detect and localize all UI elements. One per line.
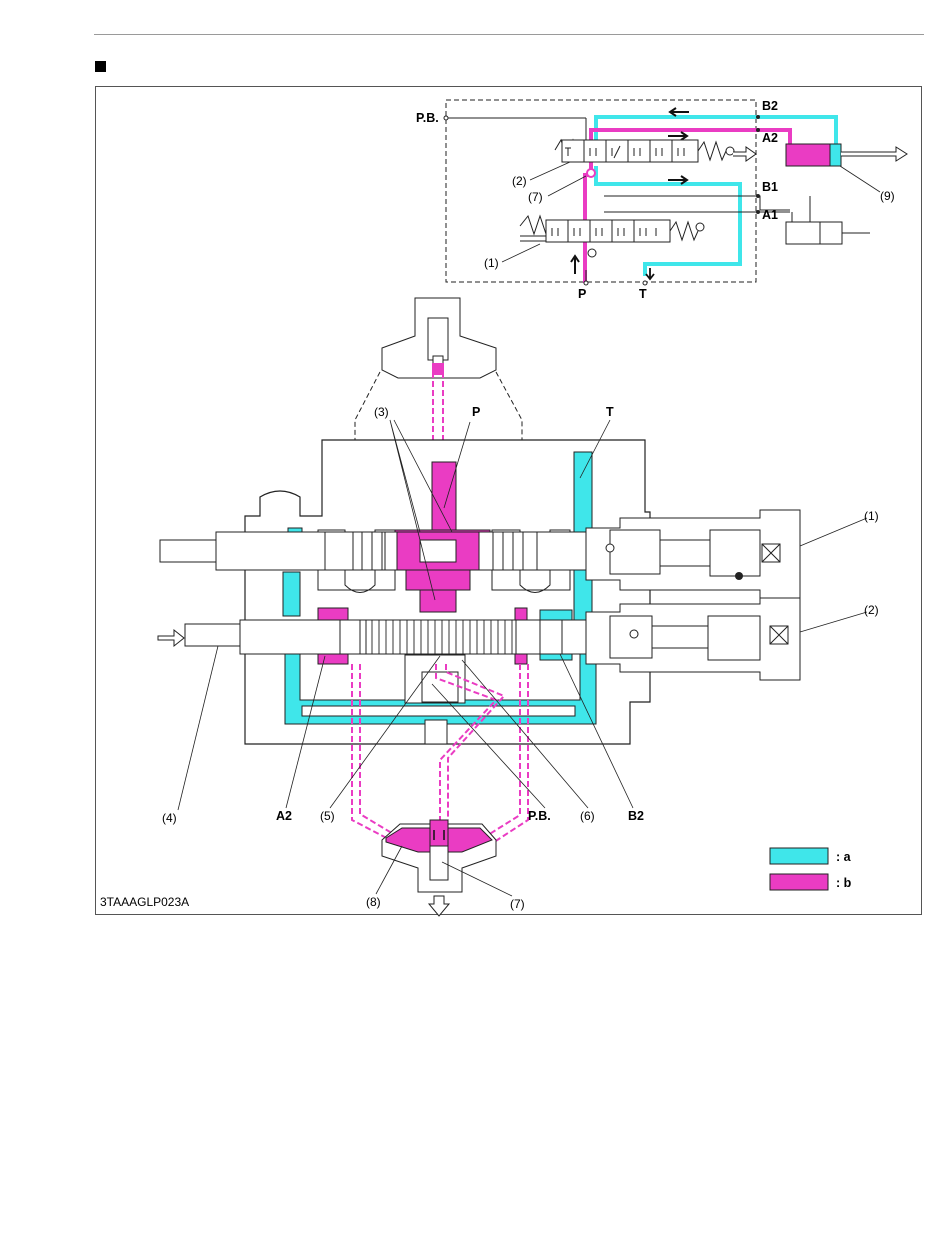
schematic-boundary xyxy=(446,100,756,282)
schematic-label-1: (1) xyxy=(484,256,499,270)
spool-1 xyxy=(160,532,586,570)
section-label-7: (7) xyxy=(510,897,525,911)
actuator-9-output-arrow xyxy=(841,147,907,161)
pressure-port-channel xyxy=(432,462,456,530)
legend: : a : b xyxy=(770,848,852,890)
section-label-b2: B2 xyxy=(628,809,644,823)
section-label-1: (1) xyxy=(864,509,879,523)
spool-valve-2 xyxy=(555,140,756,177)
schematic-label-p: P xyxy=(578,287,586,301)
section-label-8: (8) xyxy=(366,895,381,909)
section-label-t: T xyxy=(606,405,614,419)
section-label-pb: P.B. xyxy=(528,809,551,823)
actuator-9-chamber-a xyxy=(830,144,841,166)
top-relief-valve xyxy=(382,298,496,378)
spool-2 xyxy=(185,620,586,654)
schematic-label-b2: B2 xyxy=(762,99,778,113)
schematic-label-7: (7) xyxy=(528,190,543,204)
legend-swatch-a xyxy=(770,848,828,864)
schematic-diagram: P.B. B2 A2 B1 A1 P T (2) (7) (1) (9) xyxy=(416,99,907,301)
section-label-4: (4) xyxy=(162,811,177,825)
spool-valve-1 xyxy=(520,196,790,257)
spool-input-arrow xyxy=(158,630,184,646)
actuator-1 xyxy=(786,222,842,244)
schematic-label-pb: P.B. xyxy=(416,111,439,125)
section-label-a2: A2 xyxy=(276,809,292,823)
schematic-label-9: (9) xyxy=(880,189,895,203)
legend-swatch-b xyxy=(770,874,828,890)
section-label-5: (5) xyxy=(320,809,335,823)
schematic-label-2: (2) xyxy=(512,174,527,188)
legend-label-a: : a xyxy=(836,850,852,864)
schematic-label-a1: A1 xyxy=(762,208,778,222)
schematic-label-a2: A2 xyxy=(762,131,778,145)
figure-code: 3TAAAGLP023A xyxy=(100,895,189,909)
bottom-relief-valve xyxy=(382,820,496,916)
section-label-2: (2) xyxy=(864,603,879,617)
valve-cross-section: (3) P T (1) (2) (4) A2 (5) P.B. (6) B2 (… xyxy=(158,298,879,916)
actuator-9-chamber-b xyxy=(786,144,830,166)
section-label-3: (3) xyxy=(374,405,389,419)
schematic-label-t: T xyxy=(639,287,647,301)
schematic-label-b1: B1 xyxy=(762,180,778,194)
section-label-p: P xyxy=(472,405,480,419)
legend-label-b: : b xyxy=(836,876,852,890)
section-label-6: (6) xyxy=(580,809,595,823)
